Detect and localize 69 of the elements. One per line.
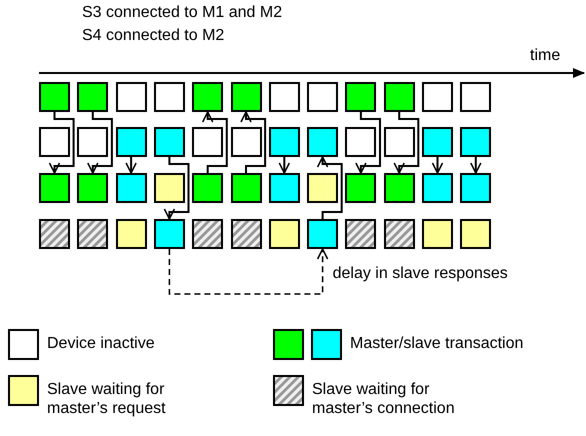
state-cell xyxy=(77,219,108,249)
state-cell xyxy=(307,127,338,157)
state-cell xyxy=(154,127,185,157)
state-cell xyxy=(192,173,224,203)
state-cell xyxy=(422,219,453,249)
arrow xyxy=(278,157,290,174)
state-cell xyxy=(422,173,453,203)
state-cell xyxy=(154,173,185,203)
state-cell xyxy=(307,219,338,249)
arrow xyxy=(355,112,381,174)
state-cell xyxy=(77,127,108,157)
arrow xyxy=(168,248,328,295)
state-cell xyxy=(345,82,376,112)
state-cell xyxy=(422,82,453,112)
legend-label: Slave waiting for master’s request xyxy=(47,380,167,418)
state-cell xyxy=(154,82,185,112)
arrow xyxy=(48,112,75,174)
arrow xyxy=(164,157,190,220)
state-cell xyxy=(77,173,108,203)
state-cell xyxy=(230,173,262,203)
state-cell xyxy=(384,219,415,249)
state-cell xyxy=(116,127,147,157)
state-cell xyxy=(39,173,70,203)
state-cell xyxy=(268,173,300,203)
state-cell xyxy=(384,82,415,112)
arrow xyxy=(125,157,137,174)
state-cell xyxy=(192,127,224,157)
arrow xyxy=(432,157,444,174)
arrow xyxy=(393,112,420,174)
state-cell xyxy=(307,82,338,112)
arrow xyxy=(87,112,113,174)
state-cell xyxy=(116,173,147,203)
note-text: S4 connected to M2 xyxy=(82,26,224,45)
arrow xyxy=(470,157,482,174)
state-cell xyxy=(345,127,376,157)
state-cell xyxy=(460,127,492,157)
axis-label: time xyxy=(530,46,560,65)
state-cell xyxy=(77,82,108,112)
state-cell xyxy=(230,82,262,112)
state-cell xyxy=(39,127,70,157)
state-cell xyxy=(268,127,300,157)
state-cell xyxy=(39,219,70,249)
state-cell xyxy=(384,173,415,203)
state-cell xyxy=(230,219,262,249)
state-cell xyxy=(192,82,224,112)
state-cell xyxy=(422,127,453,157)
state-cell xyxy=(345,219,376,249)
state-cell xyxy=(268,219,300,249)
state-cell xyxy=(460,219,492,249)
legend-label: Master/slave transaction xyxy=(350,334,524,353)
state-cell xyxy=(192,219,224,249)
note-text: S3 connected to M1 and M2 xyxy=(82,3,282,22)
state-cell xyxy=(307,173,338,203)
state-cell xyxy=(345,173,376,203)
arrow xyxy=(240,111,266,173)
state-cell xyxy=(116,82,147,112)
state-cell xyxy=(268,82,300,112)
state-cell xyxy=(384,127,415,157)
state-cell xyxy=(154,219,185,249)
state-cell xyxy=(460,82,492,112)
state-cell xyxy=(230,127,262,157)
state-cell xyxy=(116,219,147,249)
state-cell xyxy=(460,173,492,203)
arrow xyxy=(316,156,343,219)
edge-label: delay in slave responses xyxy=(332,264,508,283)
legend-label: Device inactive xyxy=(47,334,156,353)
legend-label: Slave waiting for master’s connection xyxy=(312,380,456,418)
state-cell xyxy=(39,82,70,112)
arrow xyxy=(202,111,228,173)
